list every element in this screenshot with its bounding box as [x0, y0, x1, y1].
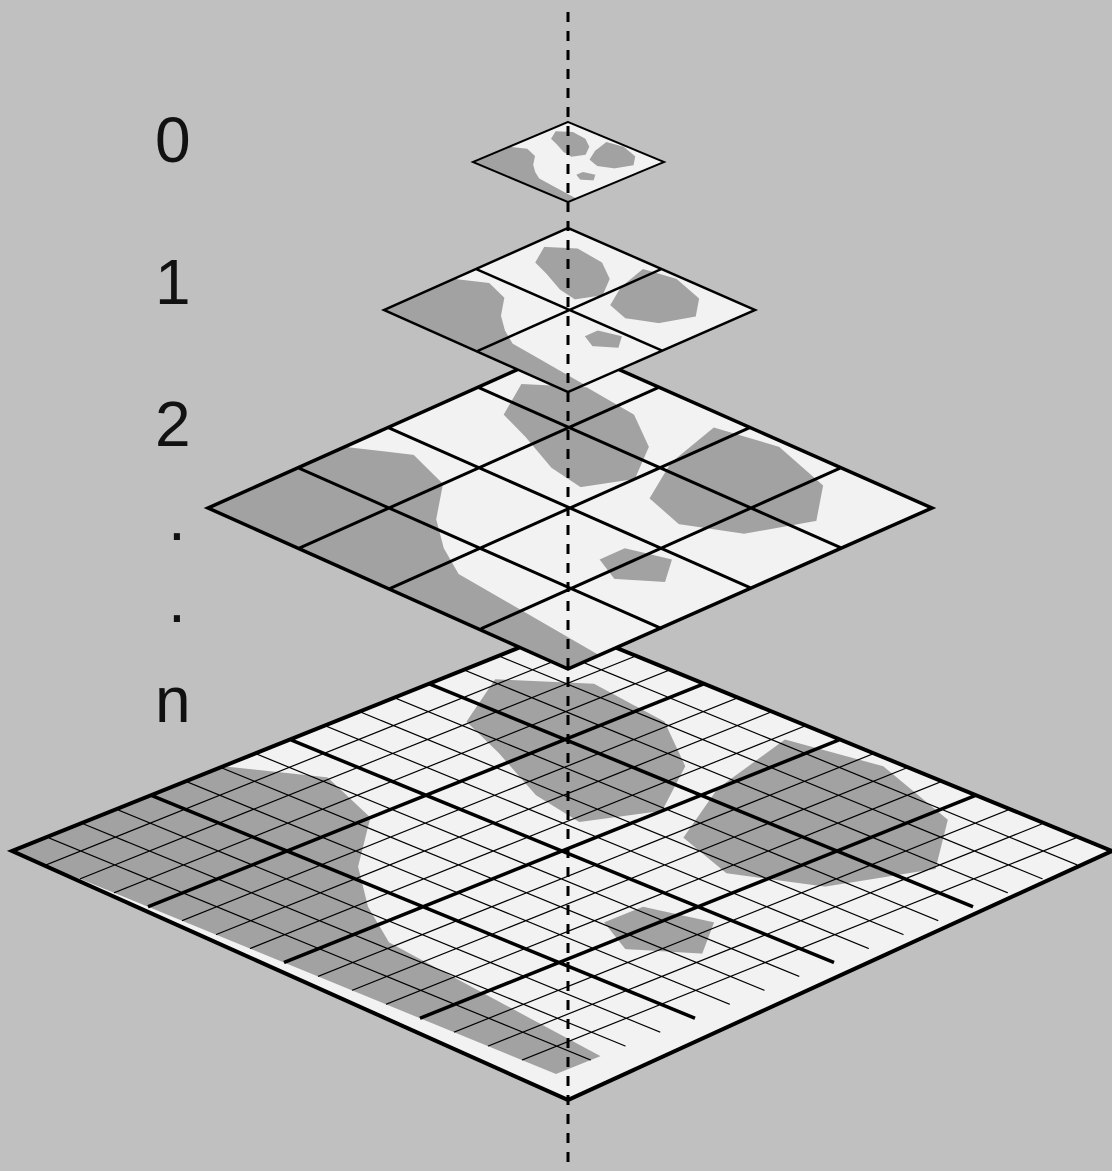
- level-label-2: 2: [155, 388, 191, 460]
- level-label-1: 1: [155, 246, 191, 318]
- level-label-0: 0: [155, 104, 191, 176]
- level-label-n: n: [155, 664, 191, 736]
- ellipsis-dot-2: .: [168, 564, 186, 636]
- ellipsis-dot-1: .: [168, 482, 186, 554]
